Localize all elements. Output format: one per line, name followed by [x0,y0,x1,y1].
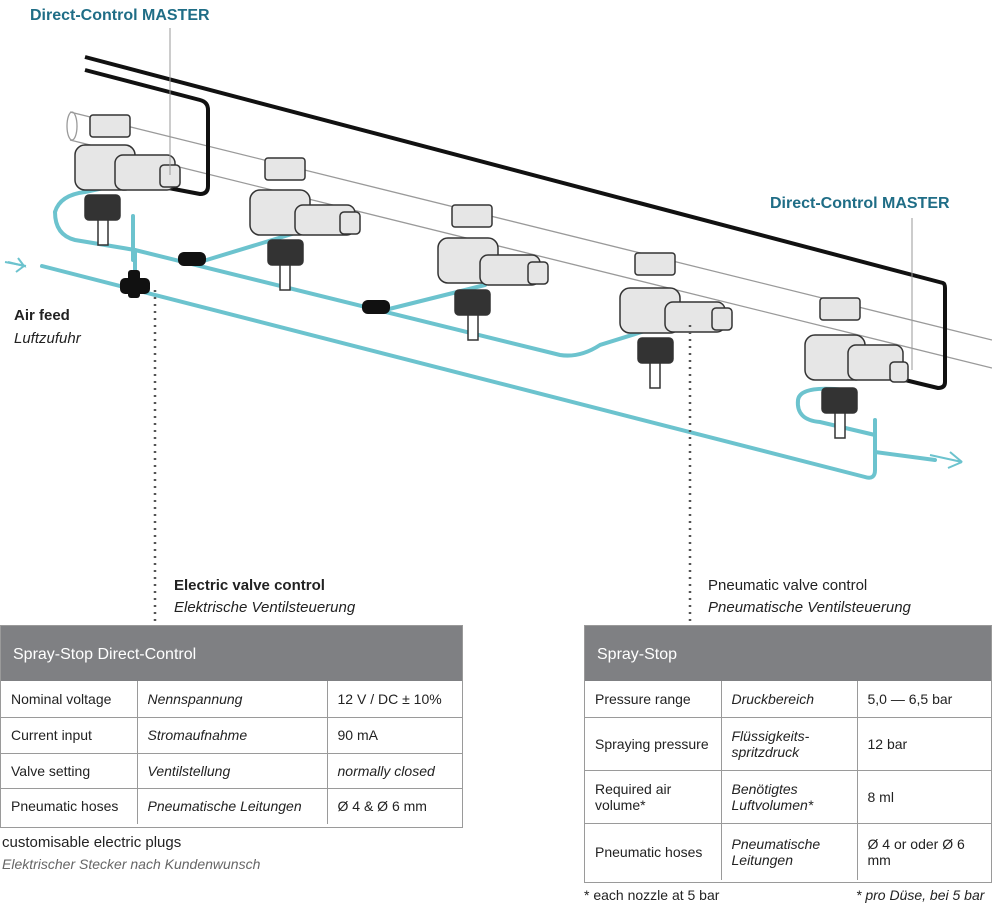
master-label-right: Direct-Control MASTER [770,195,950,212]
plugs-note-de: Elektrischer Stecker nach Kundenwunsch [2,856,261,872]
table-row: Valve setting Ventilstellung normally cl… [1,752,462,789]
leader-lines [153,28,913,625]
spec-name-de: Pneumatische Leitungen [720,822,858,880]
spec-value: Ø 4 & Ø 6 mm [326,787,462,824]
spec-name-de: Druckbereich [720,681,858,718]
master-label-top: Direct-Control MASTER [30,7,210,24]
spec-value: 5,0 — 6,5 bar [856,681,991,718]
spec-value: 12 V / DC ± 10% [326,681,462,718]
air-feed-label-de: Luftzufuhr [14,330,81,347]
spray-stop-spec-panel: Spray-Stop Pressure range Druckbereich 5… [584,625,992,883]
nozzle-1-master [74,114,181,246]
spec-name: Current input [1,716,138,754]
spray-line-diagram [4,28,992,625]
nozzle-4 [619,252,733,389]
direct-control-spec-panel: Spray-Stop Direct-Control Nominal voltag… [0,625,463,828]
spec-name: Spraying pressure [585,716,722,771]
spec-name-de: Benötigtes Luftvolumen* [720,769,858,824]
electric-control-label: Electric valve control [174,577,325,594]
spec-value: 8 ml [856,769,991,824]
spec-name: Nominal voltage [1,681,138,718]
table-row: Nominal voltage Nennspannung 12 V / DC ±… [1,681,462,718]
table-row: Spraying pressure Flüssigkeits-spritzdru… [585,716,991,771]
spec-name: Required air volume* [585,769,722,824]
spec-name: Pneumatic hoses [1,787,138,824]
spec-name: Pressure range [585,681,722,718]
table-row: Pneumatic hoses Pneumatische Leitungen Ø… [1,787,462,824]
nozzle-5-master [804,297,909,439]
table-row: Current input Stromaufnahme 90 mA [1,716,462,754]
electric-cable [84,55,947,390]
pneumatic-control-label: Pneumatic valve control [708,577,868,594]
table-row: Required air volume* Benötigtes Luftvolu… [585,769,991,824]
spec-table: Pressure range Druckbereich 5,0 — 6,5 ba… [585,681,991,880]
flow-arrows [4,257,963,469]
footnote: * each nozzle at 5 bar [584,887,720,903]
spec-name: Valve setting [1,752,138,789]
table-row: Pneumatic hoses Pneumatische Leitungen Ø… [585,822,991,880]
spec-value: Ø 4 or oder Ø 6 mm [856,822,991,880]
spec-value: normally closed [326,752,462,789]
panel-title: Spray-Stop [585,626,991,681]
spec-name-de: Ventilstellung [136,752,328,789]
hose-connectors [120,252,390,314]
nozzle-2 [249,157,361,291]
pneumatic-control-label-de: Pneumatische Ventilsteuerung [708,599,911,616]
plugs-note: customisable electric plugs [2,834,182,851]
nozzle-assemblies [74,114,909,439]
spec-name: Pneumatic hoses [585,822,722,880]
table-row: Pressure range Druckbereich 5,0 — 6,5 ba… [585,681,991,718]
outlet-arrow-icon [929,451,963,469]
spec-table: Nominal voltage Nennspannung 12 V / DC ±… [1,681,462,824]
footnote-de: * pro Düse, bei 5 bar [856,887,985,903]
electric-control-label-de: Elektrische Ventilsteuerung [174,599,356,616]
air-feed-label: Air feed [14,307,70,324]
spec-name-de: Stromaufnahme [136,716,328,754]
spec-value: 90 mA [326,716,462,754]
nozzle-3 [437,204,549,341]
spec-value: 12 bar [856,716,991,771]
spec-name-de: Nennspannung [136,681,328,718]
spec-name-de: Pneumatische Leitungen [136,787,328,824]
air-hose [40,183,937,480]
spec-name-de: Flüssigkeits-spritzdruck [720,716,858,771]
panel-title: Spray-Stop Direct-Control [1,626,462,681]
boom-pipe [66,111,992,369]
